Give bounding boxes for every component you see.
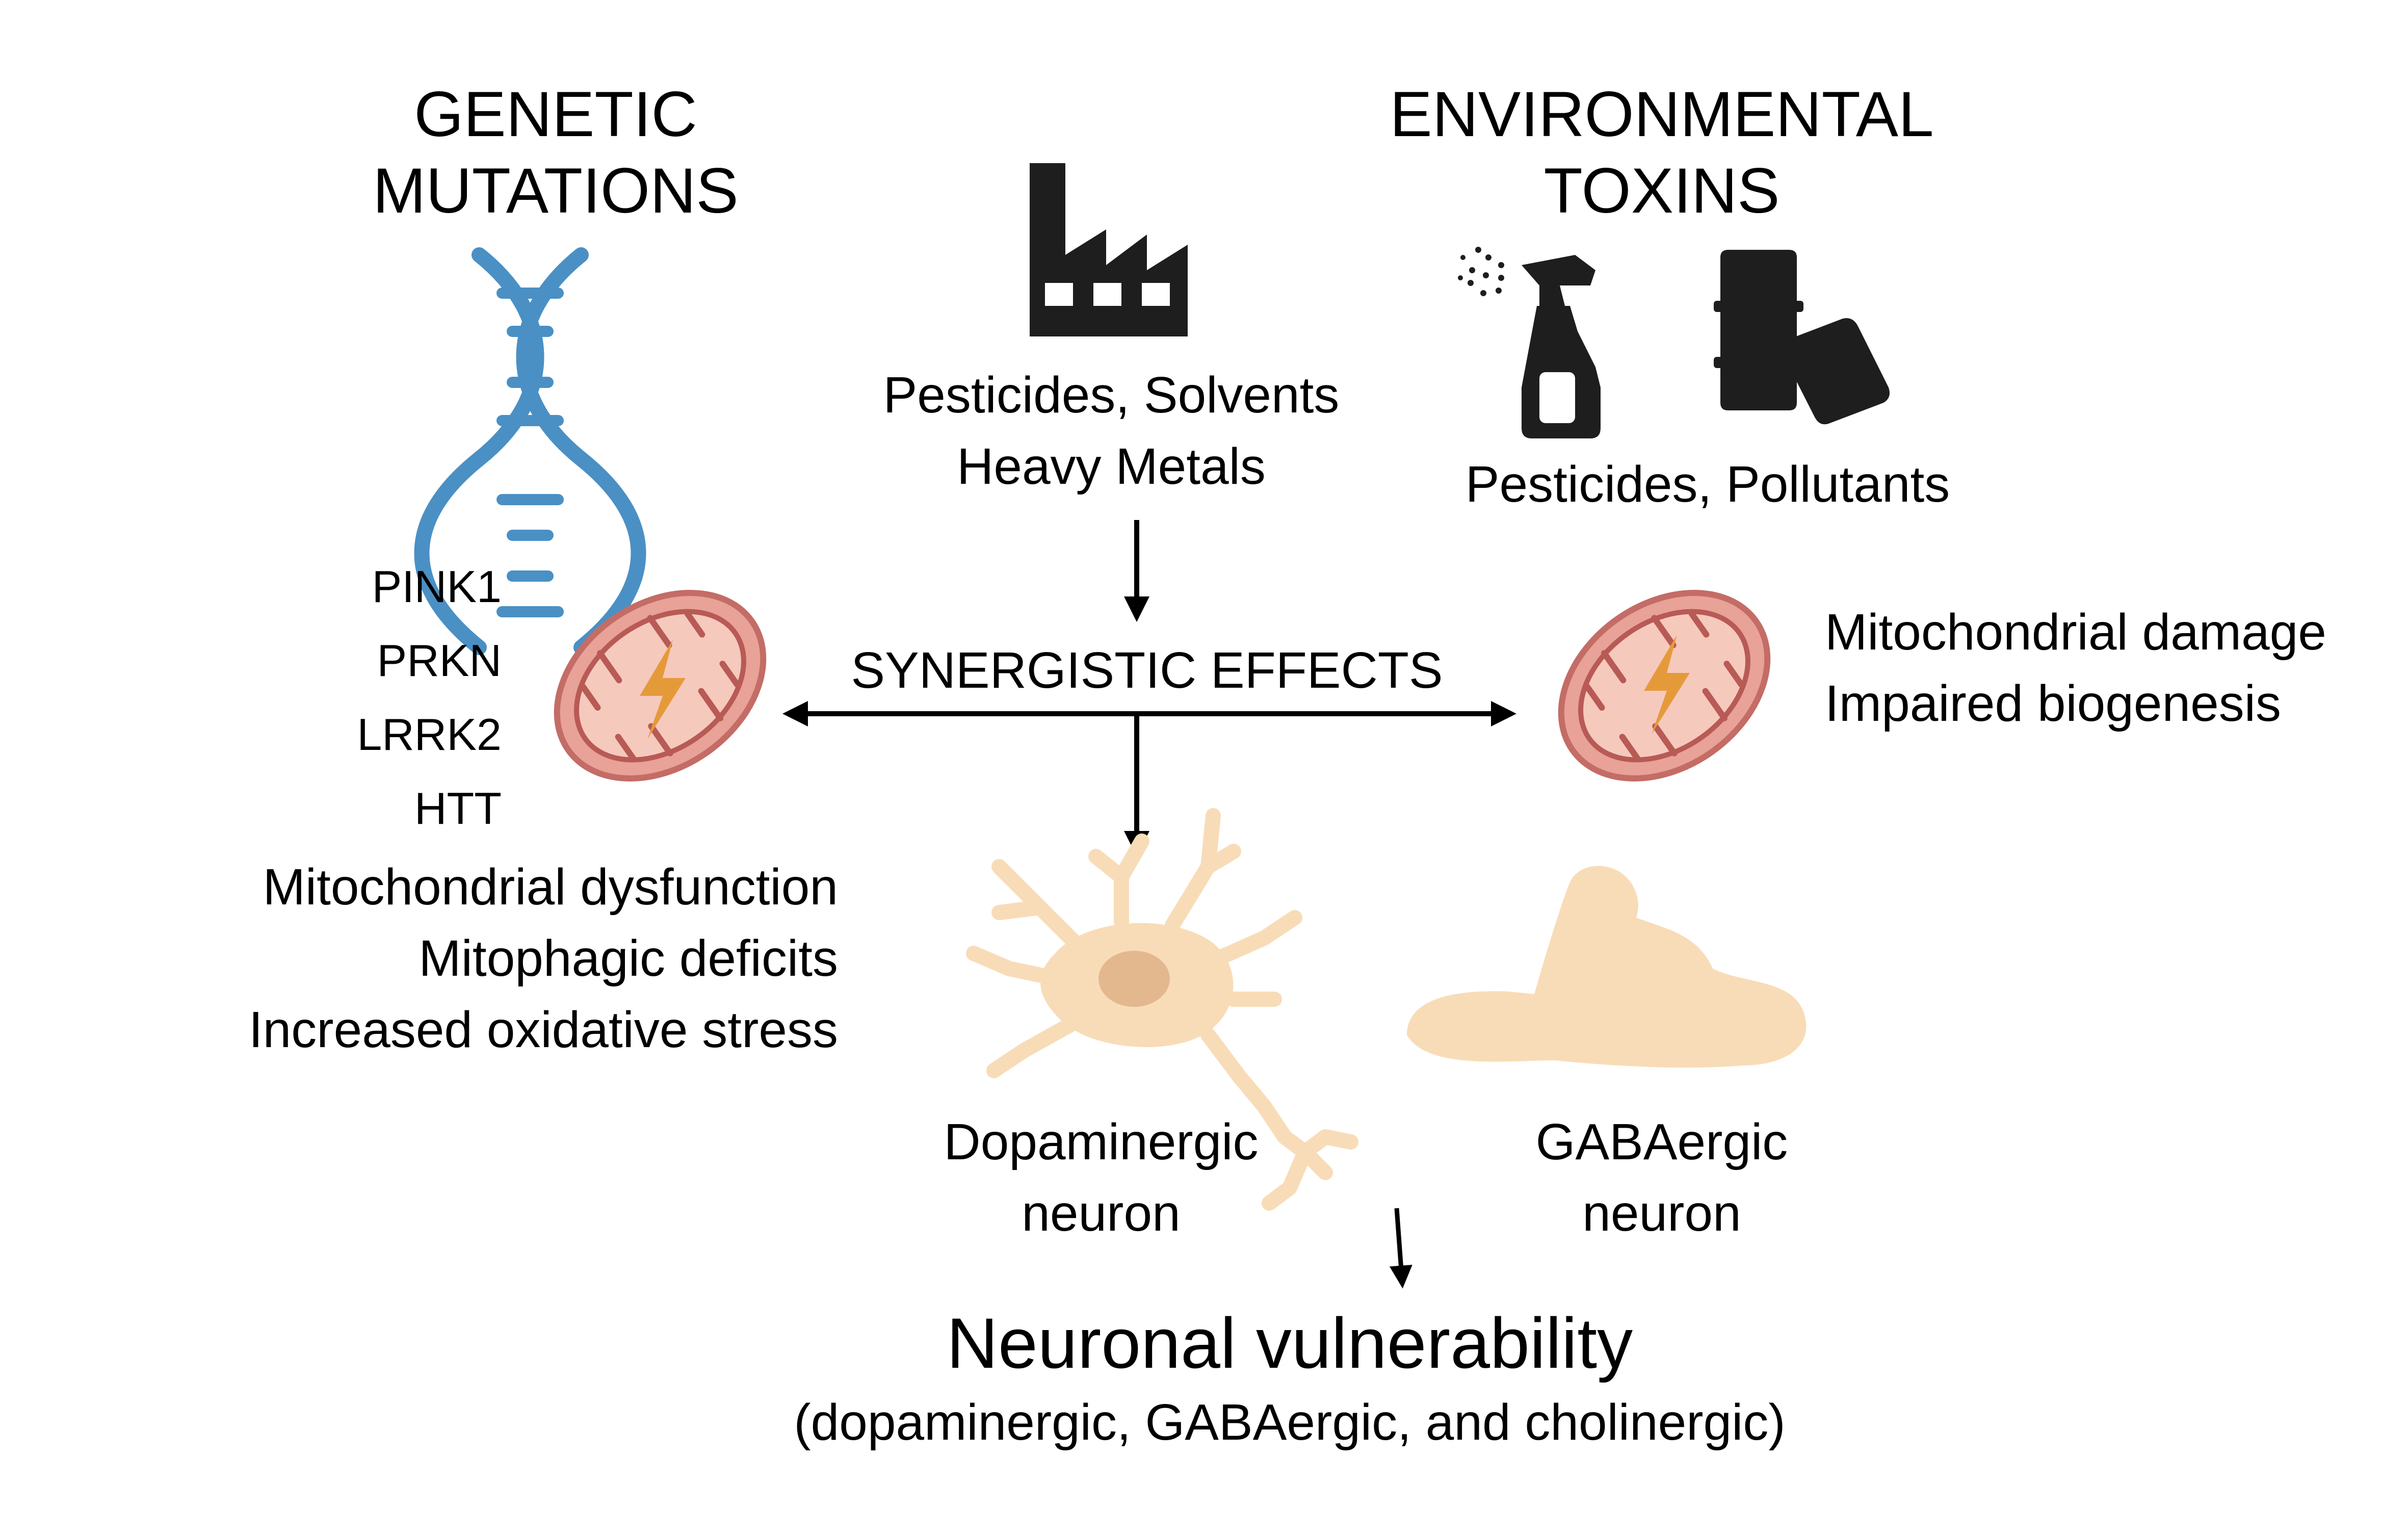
dopaminergic-neuron-icon — [966, 808, 1358, 1211]
gabaergic-label-line2: neuron — [1582, 1185, 1741, 1242]
spray-bottle-icon — [1458, 247, 1601, 438]
genetic-effects-list: Mitochondrial dysfunction Mitophagic def… — [249, 851, 838, 1065]
industrial-caption-line1: Pesticides, Solvents — [883, 367, 1340, 424]
lightning-left-icon — [640, 640, 686, 739]
dopaminergic-label-line2: neuron — [1022, 1185, 1181, 1242]
environmental-heading-line2: TOXINS — [1543, 155, 1780, 226]
gene-item: LRRK2 — [357, 709, 502, 760]
environmental-effect-item: Impaired biogenesis — [1825, 675, 2281, 732]
dna-helix-icon — [414, 247, 646, 655]
gene-item: PRKN — [377, 635, 502, 686]
genetic-heading-line2: MUTATIONS — [373, 155, 739, 226]
environmental-heading-line1: ENVIRONMENTAL — [1390, 79, 1934, 150]
spray-mist-icon — [1458, 247, 1504, 296]
environmental-toxins-heading: ENVIRONMENTAL TOXINS — [1390, 76, 1933, 229]
gene-item: HTT — [414, 783, 502, 834]
industrial-caption-line2: Heavy Metals — [957, 438, 1266, 495]
synergistic-effects-label: SYNERGISTIC EFFECTS — [851, 642, 1443, 699]
genetic-effect-item: Mitochondrial dysfunction — [263, 858, 838, 916]
dopaminergic-neuron-label: Dopaminergic neuron — [944, 1106, 1259, 1249]
environmental-effects-list: Mitochondrial damage Impaired biogenesis — [1825, 596, 2326, 739]
neuronal-vulnerability-title: Neuronal vulnerability — [946, 1303, 1633, 1383]
factory-icon — [1030, 163, 1188, 336]
industrial-toxins-caption: Pesticides, Solvents Heavy Metals — [883, 359, 1340, 502]
gene-list: PINK1 PRKN LRRK2 HTT — [357, 550, 502, 845]
environmental-toxins-caption: Pesticides, Pollutants — [1465, 456, 1950, 513]
gene-item: PINK1 — [372, 561, 502, 612]
gabaergic-neuron-label: GABAergic neuron — [1536, 1106, 1788, 1249]
genetic-mutations-heading: GENETIC MUTATIONS — [373, 76, 739, 229]
genetic-effect-item: Increased oxidative stress — [248, 1001, 838, 1058]
genetic-effect-item: Mitophagic deficits — [418, 930, 838, 987]
gabaergic-label-line1: GABAergic — [1535, 1113, 1788, 1170]
neuronal-vulnerability-subtitle: (dopaminergic, GABAergic, and cholinergi… — [794, 1394, 1786, 1451]
gabaergic-neuron-icon — [1407, 866, 1807, 1068]
dopaminergic-label-line1: Dopaminergic — [944, 1113, 1259, 1170]
lightning-right-icon — [1644, 635, 1690, 734]
environmental-effect-item: Mitochondrial damage — [1825, 604, 2326, 661]
genetic-heading-line1: GENETIC — [414, 79, 697, 150]
arrow-to-vulnerability — [1389, 1208, 1412, 1289]
toxic-barrels-icon — [1714, 250, 1890, 425]
